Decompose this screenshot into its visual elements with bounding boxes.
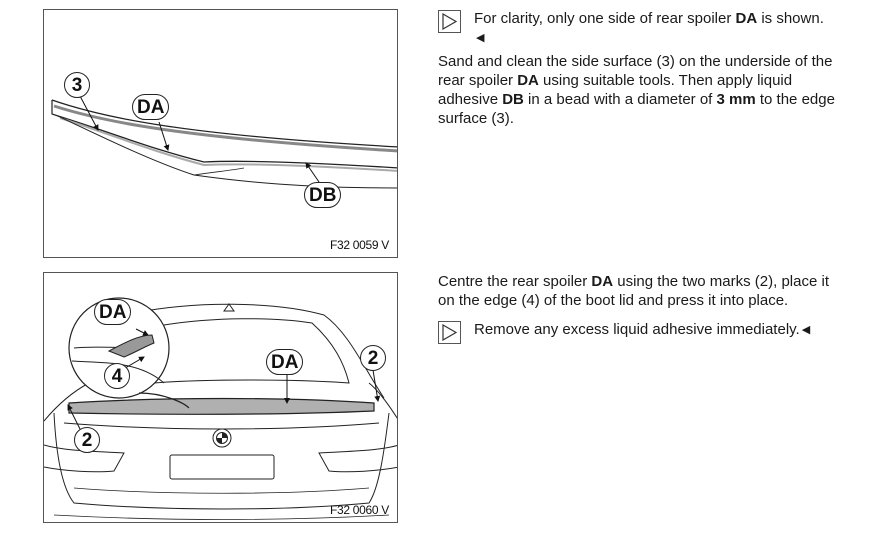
callout-da-main: DA (266, 349, 304, 375)
bmw-logo-icon (212, 428, 232, 448)
note-triangle-icon (438, 321, 461, 344)
callout-da-detail: DA (94, 299, 132, 325)
callout-2-left: 2 (74, 427, 100, 453)
note-remove-adhesive: Remove any excess liquid adhesive immedi… (438, 320, 844, 344)
car-rear-illustration (44, 297, 397, 520)
note-text: For clarity, only one side of rear spoil… (474, 9, 834, 48)
callout-3: 3 (64, 72, 90, 98)
end-marker-icon: ◀ (476, 32, 485, 44)
spoiler-side-illustration (51, 95, 397, 189)
callout-4: 4 (104, 363, 130, 389)
note-text: Remove any excess liquid adhesive immedi… (474, 321, 811, 338)
callout-2-right: 2 (360, 345, 386, 371)
end-marker-icon: ◀ (801, 324, 811, 336)
step2-paragraph: Centre the rear spoiler DA using the two… (438, 273, 829, 309)
figure-boot-lid: DA 4 DA 2 2 F32 0060 V (43, 272, 398, 523)
step1-paragraph: Sand and clean the side surface (3) on t… (438, 53, 835, 127)
callout-da: DA (132, 94, 170, 120)
callout-db: DB (304, 182, 342, 208)
figure-code: F32 0059 V (329, 238, 389, 252)
figure-code: F32 0060 V (329, 503, 389, 517)
note-clarity: For clarity, only one side of rear spoil… (438, 9, 834, 48)
note-triangle-icon (438, 10, 461, 33)
figure-spoiler-underside: 3 DA DB F32 0059 V (43, 9, 398, 258)
